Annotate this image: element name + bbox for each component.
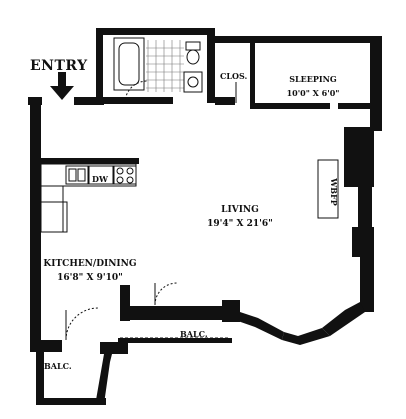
walls: [28, 28, 382, 405]
wbfp-label: WBFP: [329, 177, 339, 205]
balcony-left-label: BALC.: [44, 361, 72, 371]
sleeping-dims: 10'0" X 6'0": [287, 88, 340, 98]
fireplace: [317, 159, 339, 219]
doors: [65, 80, 237, 341]
living-dims: 19'4" X 21'6": [207, 219, 273, 229]
kitchen-label: KITCHEN/DINING: [43, 259, 136, 269]
dishwasher-label: DW: [92, 174, 109, 184]
kitchen-dims: 16'8" X 9'10": [57, 273, 123, 283]
entry-arrow-icon: [50, 72, 74, 100]
closet-label: CLOS.: [220, 71, 247, 81]
entry-label: ENTRY: [30, 58, 88, 74]
sleeping-label: SLEEPING: [289, 74, 337, 84]
balcony-right-label: BALC.: [180, 329, 208, 339]
bathroom-fixtures: [113, 37, 203, 93]
living-label: LIVING: [221, 205, 259, 215]
kitchen-fixtures: [40, 163, 137, 233]
